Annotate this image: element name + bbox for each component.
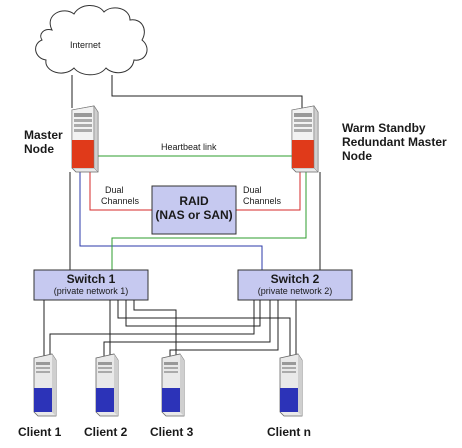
raid-box	[151, 185, 237, 235]
client-n-label: Client n	[267, 425, 311, 439]
standby-node-label: Warm Standby Redundant Master Node	[342, 121, 447, 163]
switch-2-subtitle: (private network 2)	[257, 286, 333, 296]
switch-2-title: Switch 2	[270, 272, 320, 286]
heartbeat-link-label: Heartbeat link	[161, 142, 217, 152]
client-2-label: Client 2	[84, 425, 128, 439]
master-server-icon	[71, 105, 99, 173]
client-1-server-icon	[33, 353, 57, 417]
client-n-server-icon	[279, 353, 303, 417]
switch-2-label: Switch 2 (private network 2)	[238, 272, 352, 296]
raid-label-line1: RAID	[179, 194, 209, 208]
internet-label: Internet	[70, 40, 101, 50]
client-1-label: Client 1	[18, 425, 62, 439]
switch-1-title: Switch 1	[66, 272, 116, 286]
standby-server-icon	[291, 105, 319, 173]
dual-channels-left-label: Dual Channels	[101, 185, 139, 207]
standby-node-label-line1: Warm Standby	[342, 121, 426, 135]
dual-channel-lines	[89, 172, 301, 211]
switch-2-box	[237, 269, 353, 301]
dual-channels-right-line1: Dual	[243, 185, 262, 195]
client-cabling	[43, 300, 297, 365]
switch-1-box	[33, 269, 149, 301]
client-2-server-icon	[95, 353, 119, 417]
internet-uplinks	[71, 75, 303, 108]
master-node-links	[69, 172, 263, 270]
dual-channels-right-label: Dual Channels	[243, 185, 281, 207]
master-node-label: Master Node	[24, 128, 63, 156]
standby-node-links	[111, 172, 321, 270]
standby-node-label-line2: Redundant Master	[342, 135, 447, 149]
switch-1-label: Switch 1 (private network 1)	[34, 272, 148, 296]
internet-cloud	[35, 5, 148, 76]
raid-label: RAID (NAS or SAN)	[152, 194, 236, 222]
switch-1-subtitle: (private network 1)	[53, 286, 129, 296]
master-node-label-line2: Node	[24, 142, 54, 156]
dual-channels-right-line2: Channels	[243, 196, 282, 206]
client-3-label: Client 3	[150, 425, 194, 439]
client-3-server-icon	[161, 353, 185, 417]
dual-channels-left-line2: Channels	[101, 196, 140, 206]
dual-channels-left-line1: Dual	[105, 185, 124, 195]
raid-label-line2: (NAS or SAN)	[155, 208, 233, 222]
standby-node-label-line3: Node	[342, 149, 372, 163]
master-node-label-line1: Master	[24, 128, 63, 142]
